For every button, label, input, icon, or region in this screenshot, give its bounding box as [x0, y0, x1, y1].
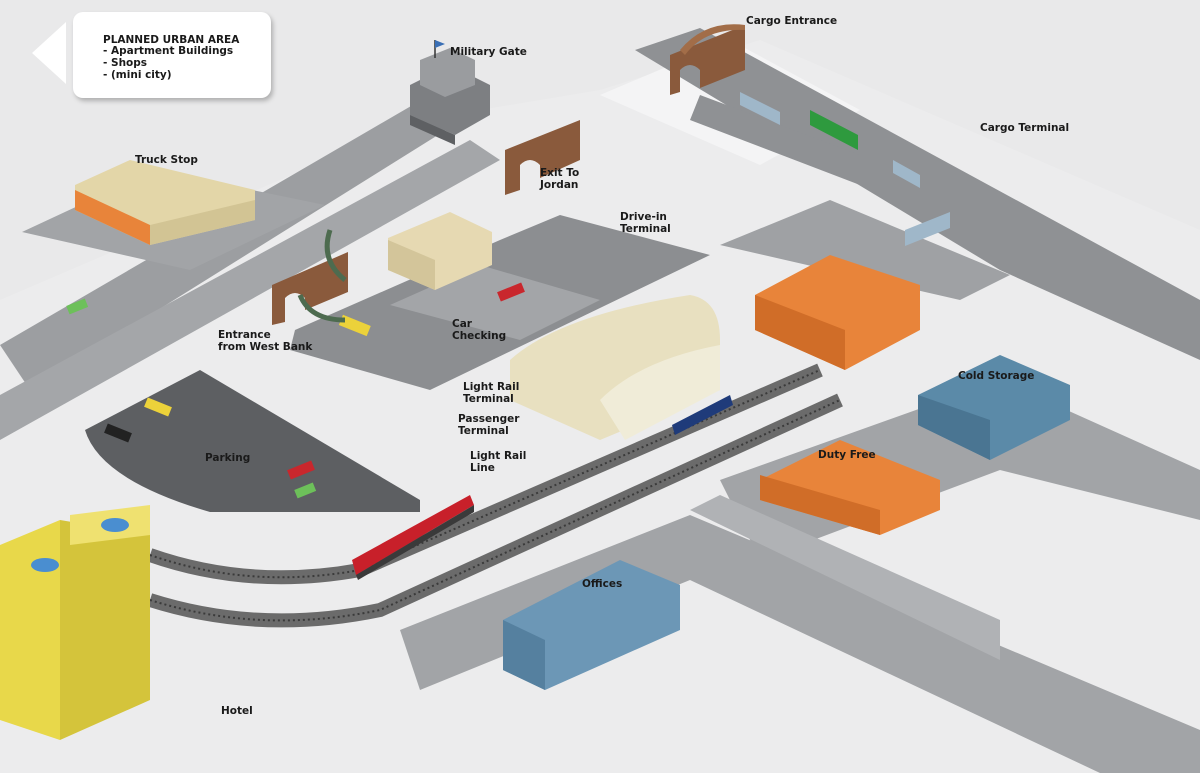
- cargo-trucks: [740, 92, 950, 246]
- label-exit-to-jordan: Exit To Jordan: [540, 167, 580, 191]
- label-cold-storage: Cold Storage: [958, 370, 1035, 382]
- road-southeast: [690, 495, 1000, 660]
- passenger-terminal-building: [510, 295, 720, 440]
- cold-storage-building: [918, 355, 1070, 460]
- callout-item: - (mini city): [103, 69, 172, 81]
- highway-road-lower: [0, 140, 500, 440]
- callout-item: - Shops: [103, 57, 148, 69]
- military-gate-building: [410, 40, 490, 145]
- parking-lot: [85, 370, 420, 512]
- callout-items: - Apartment Buildings - Shops - (mini ci…: [103, 45, 233, 81]
- label-car-checking: Car Checking: [452, 318, 507, 342]
- label-duty-free: Duty Free: [818, 449, 876, 461]
- callout-item: - Apartment Buildings: [103, 45, 234, 57]
- label-truck-stop: Truck Stop: [135, 154, 198, 166]
- jordan-exit-tunnel: [505, 120, 580, 195]
- planned-urban-area-callout[interactable]: PLANNED URBAN AREA - Apartment Buildings…: [73, 12, 271, 98]
- label-hotel: Hotel: [221, 705, 253, 717]
- left-arrow-icon[interactable]: [32, 22, 66, 84]
- parked-cars: [66, 282, 525, 499]
- cargo-yard: [720, 200, 1010, 300]
- light-rail-train: [352, 495, 474, 580]
- duty-free-building: [760, 440, 940, 535]
- hotel-building: [0, 505, 150, 740]
- label-light-rail-terminal: Light Rail Terminal: [463, 381, 520, 405]
- cargo-terminal-building: [755, 255, 920, 370]
- callout-title: PLANNED URBAN AREA: [103, 34, 240, 46]
- label-light-rail-line: Light Rail Line: [470, 450, 527, 474]
- label-cargo-terminal: Cargo Terminal: [980, 122, 1070, 134]
- label-military-gate: Military Gate: [450, 46, 527, 58]
- truck-stop-building: [75, 160, 255, 245]
- label-passenger-terminal: Passenger Terminal: [458, 413, 520, 437]
- freight-train: [672, 395, 733, 435]
- drive-in-building: [388, 212, 492, 290]
- label-offices: Offices: [582, 578, 623, 590]
- label-entrance-west-bank: Entrance from West Bank: [218, 329, 313, 353]
- label-parking: Parking: [205, 452, 251, 464]
- cargo-entrance-tunnel: [670, 24, 745, 95]
- label-cargo-entrance: Cargo Entrance: [746, 15, 838, 27]
- west-bank-entrance-tunnel: [272, 252, 348, 325]
- label-drive-in-terminal: Drive-in Terminal: [620, 211, 671, 235]
- offices-building: [503, 560, 680, 690]
- cargo-road-2: [690, 95, 860, 185]
- direction-arrows: [297, 229, 347, 323]
- rail-sleepers: [149, 369, 841, 622]
